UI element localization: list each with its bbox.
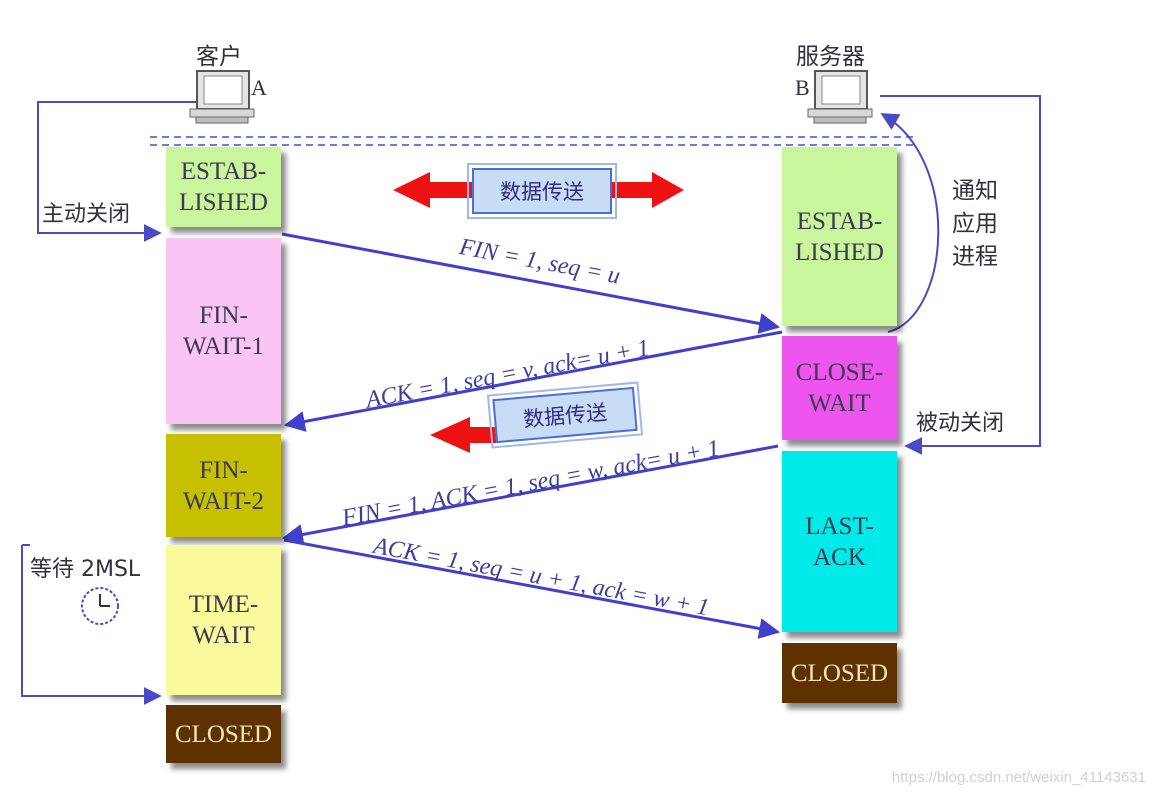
client-state-time-wait: TIME- WAIT (166, 545, 281, 695)
side-connectors (21, 95, 1041, 705)
notify-app-label: 通知 应用 进程 (952, 178, 998, 270)
fin-ack-arrow-server-to-client (281, 444, 779, 545)
server-title: 服务器 (796, 44, 865, 70)
client-state-fin-wait-1: FIN- WAIT-1 (166, 238, 281, 424)
client-state-closed: CLOSED (166, 705, 281, 763)
notify-app-connector (880, 113, 940, 333)
active-close-label: 主动关闭 (42, 202, 131, 227)
ack-arrow-server-to-client (283, 330, 783, 432)
client-computer-icon (189, 70, 255, 124)
final-ack-arrow-client-to-server (283, 538, 781, 639)
server-state-closed: CLOSED (782, 643, 897, 703)
data-transfer-box-top: 数据传送 (467, 163, 617, 219)
active-close-connector (37, 101, 196, 242)
message-arrows (281, 232, 783, 639)
clock-icon (81, 587, 119, 625)
server-state-last-ack: LAST- ACK (782, 451, 897, 632)
watermark: https://blog.csdn.net/weixin_41143631 (891, 769, 1146, 786)
passive-close-label: 被动关闭 (916, 411, 1005, 436)
passive-close-connector (880, 95, 1041, 455)
fin-arrow-client-to-server (281, 232, 781, 334)
client-letter: A (251, 75, 267, 100)
red-left-arrow (430, 417, 500, 453)
server-letter: B (795, 75, 810, 100)
client-state-established: ESTAB- LISHED (166, 147, 281, 227)
client-title: 客户 (196, 44, 242, 70)
wait-2msl-connector (21, 545, 162, 705)
server-computer-icon (807, 70, 873, 124)
server-state-established: ESTAB- LISHED (782, 147, 897, 326)
client-state-fin-wait-2: FIN- WAIT-2 (166, 434, 281, 537)
server-state-close-wait: CLOSE- WAIT (782, 336, 897, 440)
dashed-separator (150, 136, 915, 146)
wait-2msl-label: 等待 2MSL (30, 557, 141, 582)
